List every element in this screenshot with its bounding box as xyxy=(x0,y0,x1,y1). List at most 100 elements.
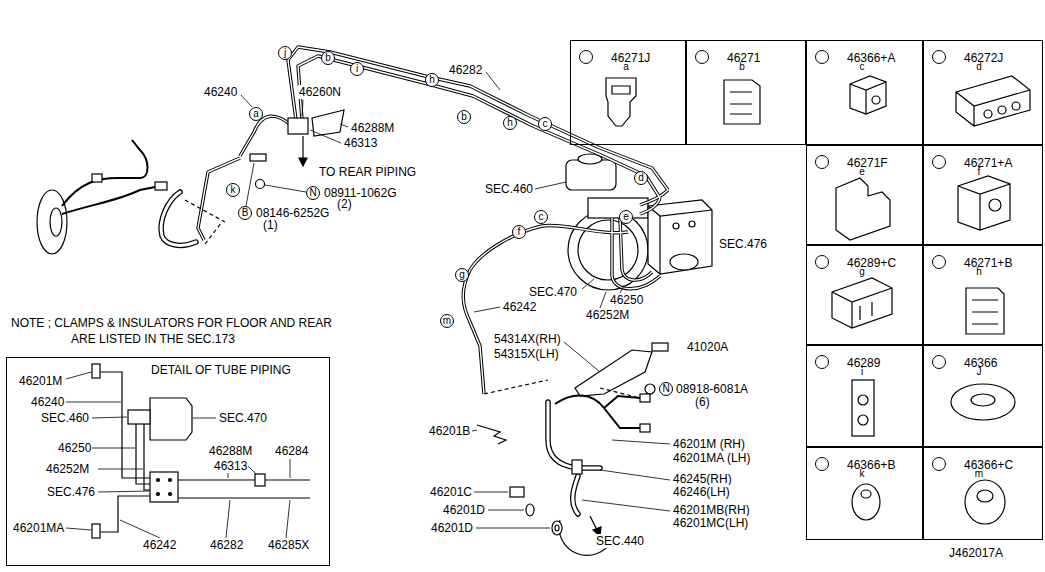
brake-tube-outline xyxy=(640,198,660,214)
detail-piping xyxy=(128,410,150,424)
abs-actuator xyxy=(659,216,660,274)
callout-letter: b xyxy=(321,51,335,65)
callout-letter-text: N xyxy=(662,384,669,394)
abs-actuator xyxy=(689,221,695,227)
callout-letter-text: h xyxy=(976,267,982,277)
brake-tube-core xyxy=(198,47,668,394)
detail-piping xyxy=(150,472,178,502)
part-number: 46282 xyxy=(209,538,244,552)
front-right-brake xyxy=(510,487,524,497)
callout-letter: j xyxy=(278,46,292,60)
clip-icon xyxy=(832,278,892,328)
part-number: 54314X(RH) xyxy=(493,332,562,346)
front-right-brake xyxy=(652,343,668,351)
detail-piping xyxy=(248,466,256,474)
rear-junction xyxy=(302,136,303,160)
callout-letter: k xyxy=(226,183,240,197)
clip-icon xyxy=(966,288,1004,334)
master-cylinder-booster xyxy=(566,154,648,290)
front-right-brake xyxy=(477,425,506,444)
clip-icon xyxy=(861,490,871,498)
clip-icon xyxy=(852,380,874,436)
brake-tube-core xyxy=(288,47,668,190)
detail-piping xyxy=(169,479,172,482)
part-cell: 46289i xyxy=(806,345,923,447)
leader-line xyxy=(310,130,341,143)
clip-icon xyxy=(998,106,1006,114)
callout-letter-text: b xyxy=(461,112,467,122)
part-cell: 46271b xyxy=(686,40,806,145)
front-right-brake xyxy=(572,460,582,474)
callout-letter: m xyxy=(932,457,946,471)
callout-letter-text: e xyxy=(859,167,865,177)
leader-line xyxy=(612,440,670,444)
callout-letter: k xyxy=(815,457,829,471)
part-number: 46201MB(RH) xyxy=(672,503,751,517)
clip-icon xyxy=(606,78,636,126)
brake-tube-core xyxy=(640,190,668,205)
brake-tube-core xyxy=(620,218,652,280)
part-number: 46284 xyxy=(274,444,309,458)
part-cell: 46271+Bh xyxy=(923,245,1043,345)
leader-line xyxy=(600,292,606,308)
callout-letter: a xyxy=(249,107,263,121)
callout-letter-text: c xyxy=(543,119,548,129)
front-left-brake xyxy=(185,200,225,244)
detail-piping xyxy=(92,524,100,538)
detail-piping xyxy=(92,364,100,378)
part-cell: 46272Jd xyxy=(923,40,1043,145)
detail-piping xyxy=(193,418,216,419)
callout-letter-text: c xyxy=(860,62,865,72)
callout-letter: g xyxy=(815,255,829,269)
brake-hose-outline xyxy=(161,192,600,514)
callout-letter-text: f xyxy=(518,227,521,237)
leader-line xyxy=(486,72,500,90)
callout-letter: b xyxy=(457,110,471,124)
front-left-brake xyxy=(37,190,67,254)
detail-piping xyxy=(98,469,143,470)
leader-line xyxy=(564,342,600,372)
callout-letter-text: f xyxy=(978,167,981,177)
detail-piping xyxy=(150,398,192,440)
clip-icon xyxy=(951,384,1015,420)
callout-letter-text: J xyxy=(977,367,982,377)
callout-letter: i xyxy=(350,62,364,76)
brake-hose-core xyxy=(573,476,578,514)
part-cell: 46366+Cm xyxy=(923,447,1043,540)
front-right-brake xyxy=(526,504,534,516)
rear-junction xyxy=(250,154,266,161)
detail-piping xyxy=(100,496,150,532)
detail-piping xyxy=(144,424,150,490)
section-ref: SEC.440 xyxy=(595,534,645,548)
callout-letter-text: B xyxy=(242,208,249,218)
brake-tube-outline xyxy=(640,190,668,205)
callout-letter: i xyxy=(815,355,829,369)
drawing-code: J462017A xyxy=(948,546,1004,560)
part-number: 08918-6081A xyxy=(675,382,749,396)
callout-letter-text: k xyxy=(860,469,865,479)
abs-actuator xyxy=(670,254,698,270)
callout-letter: N xyxy=(659,382,673,396)
callout-letter-text: N xyxy=(309,188,316,198)
part-number: 46240 xyxy=(203,85,238,99)
clip-icon xyxy=(606,76,1030,524)
leader-line xyxy=(600,470,670,480)
part-number: 46250 xyxy=(609,293,644,307)
callout-letter: e xyxy=(815,155,829,169)
brake-tube-outline xyxy=(620,218,652,280)
brake-tube-core xyxy=(640,198,660,214)
detail-piping xyxy=(66,364,310,538)
part-number: 46282 xyxy=(448,63,483,77)
part-number: 46201M (RH) xyxy=(672,437,746,451)
part-cell: 46271Fe xyxy=(806,145,923,245)
callout-letter-text: g xyxy=(459,270,465,280)
detail-piping xyxy=(169,493,172,496)
callout-letter-text: j xyxy=(284,48,286,58)
part-cell: 46271Ja xyxy=(570,40,686,145)
abs-actuator xyxy=(648,206,712,216)
part-number: 46285X xyxy=(267,538,310,552)
leader-line xyxy=(241,72,670,528)
note-text: ARE LISTED IN THE SEC.173 xyxy=(70,332,236,346)
detail-piping xyxy=(178,480,310,498)
